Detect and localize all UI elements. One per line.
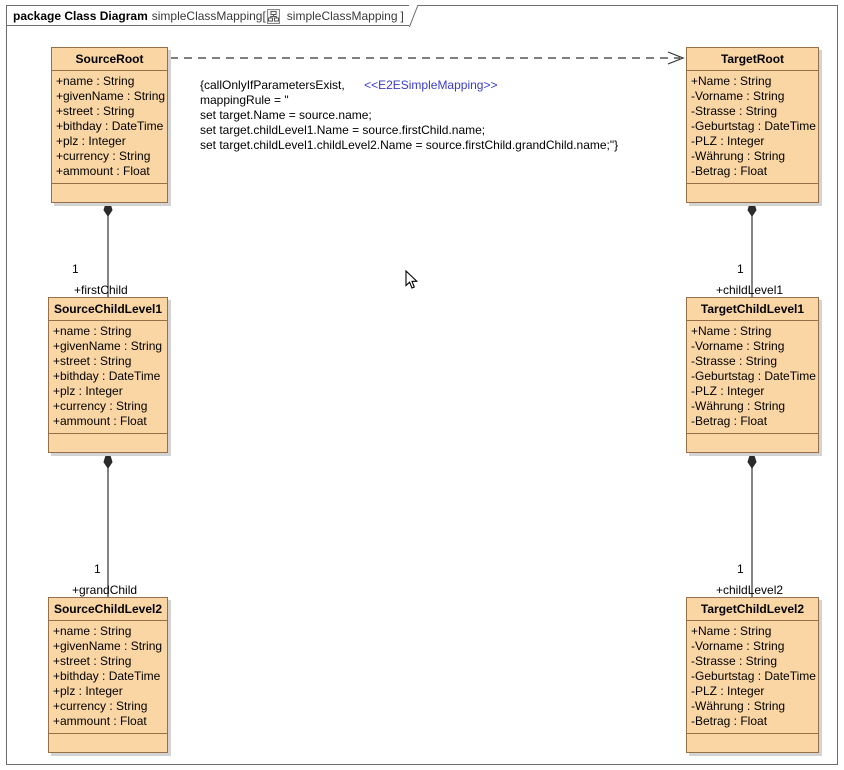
mapping-rule-note: {callOnlyIfParametersExist, <<E2ESimpleM… [200,78,618,153]
class-attributes-source-child-level2: +name : String +givenName : String +stre… [49,621,167,734]
note-stereotype: <<E2ESimpleMapping>> [364,78,498,92]
class-operations-target-root [687,184,818,202]
attribute: +street : String [53,654,132,668]
package-tab-name: simpleClassMapping [286,8,398,23]
class-box-source-child-level2[interactable]: SourceChildLevel2 +name : String +givenN… [48,597,168,753]
class-attributes-source-root: +name : String +givenName : String +stre… [52,71,167,184]
class-operations-source-root [52,184,167,202]
class-attributes-target-child-level2: +Name : String -Vorname : String -Strass… [687,621,818,734]
attribute: +givenName : String [53,639,163,653]
attribute: +street : String [56,104,135,118]
attribute: -PLZ : Integer [691,684,765,698]
class-diagram-icon [266,9,280,24]
attribute: -Währung : String [691,149,786,163]
attribute: +Name : String [691,74,772,88]
class-box-source-child-level1[interactable]: SourceChildLevel1 +name : String +givenN… [48,297,168,453]
class-box-source-root[interactable]: SourceRoot +name : String +givenName : S… [51,47,168,203]
attribute: +bithday : DateTime [53,369,161,383]
attribute: -Strasse : String [691,654,778,668]
attribute: -Betrag : Float [691,414,768,428]
package-header-tab[interactable]: package Class Diagram simpleClassMapping… [6,5,410,26]
attribute: +currency : String [53,699,148,713]
class-attributes-target-child-level1: +Name : String -Vorname : String -Strass… [687,321,818,434]
attribute: +plz : Integer [56,134,126,148]
attribute: -Vorname : String [691,639,785,653]
note-line-4: set target.childLevel1.Name = source.fir… [200,123,486,137]
multiplicity-first-child: 1 [72,262,79,276]
attribute: +ammount : Float [53,714,147,728]
package-name: simpleClassMapping[ [151,8,266,23]
package-tab-corner [409,5,419,27]
package-keyword: package Class Diagram [13,8,148,23]
attribute: -Strasse : String [691,354,778,368]
multiplicity-child-level2: 1 [737,562,744,576]
attribute: +givenName : String [56,89,166,103]
attribute: +Name : String [691,624,772,638]
attribute: +name : String [53,624,132,638]
multiplicity-grand-child: 1 [94,562,101,576]
class-name-source-child-level1: SourceChildLevel1 [49,298,167,321]
class-operations-source-child-level2 [49,734,167,752]
package-bracket-close: ] [400,8,404,23]
class-operations-target-child-level2 [687,734,818,752]
attribute: +ammount : Float [53,414,147,428]
note-line-5: set target.childLevel1.childLevel2.Name … [200,138,619,152]
attribute: -PLZ : Integer [691,134,765,148]
note-line-2: mappingRule = " [200,93,289,107]
attribute: +name : String [56,74,135,88]
attribute: -Währung : String [691,699,786,713]
class-name-target-root: TargetRoot [687,48,818,71]
class-name-source-child-level2: SourceChildLevel2 [49,598,167,621]
attribute: -Betrag : Float [691,714,768,728]
attribute: +currency : String [56,149,151,163]
role-grand-child: +grandChild [72,583,138,597]
class-name-source-root: SourceRoot [52,48,167,71]
class-operations-source-child-level1 [49,434,167,452]
attribute: -Vorname : String [691,89,785,103]
attribute: -Geburtstag : DateTime [691,119,816,133]
class-attributes-source-child-level1: +name : String +givenName : String +stre… [49,321,167,434]
attribute: +currency : String [53,399,148,413]
attribute: +name : String [53,324,132,338]
role-child-level1: +childLevel1 [716,283,784,297]
attribute: +street : String [53,354,132,368]
attribute: -Geburtstag : DateTime [691,669,816,683]
multiplicity-child-level1: 1 [737,262,744,276]
attribute: +ammount : Float [56,164,150,178]
class-attributes-target-root: +Name : String -Vorname : String -Strass… [687,71,818,184]
class-box-target-root[interactable]: TargetRoot +Name : String -Vorname : Str… [686,47,819,203]
attribute: -Vorname : String [691,339,785,353]
attribute: +givenName : String [53,339,163,353]
class-operations-target-child-level1 [687,434,818,452]
role-child-level2: +childLevel2 [716,583,784,597]
attribute: +plz : Integer [53,684,123,698]
attribute: +plz : Integer [53,384,123,398]
attribute: -PLZ : Integer [691,384,765,398]
note-line-3: set target.Name = source.name; [200,108,372,122]
attribute: +bithday : DateTime [53,669,161,683]
role-first-child: +firstChild [74,283,128,297]
class-box-target-child-level1[interactable]: TargetChildLevel1 +Name : String -Vornam… [686,297,819,453]
package-frame [6,5,838,765]
class-name-target-child-level1: TargetChildLevel1 [687,298,818,321]
attribute: -Währung : String [691,399,786,413]
attribute: +Name : String [691,324,772,338]
attribute: -Strasse : String [691,104,778,118]
attribute: -Betrag : Float [691,164,768,178]
attribute: -Geburtstag : DateTime [691,369,816,383]
class-name-target-child-level2: TargetChildLevel2 [687,598,818,621]
class-box-target-child-level2[interactable]: TargetChildLevel2 +Name : String -Vornam… [686,597,819,753]
note-line-1: {callOnlyIfParametersExist, [200,78,345,92]
attribute: +bithday : DateTime [56,119,164,133]
